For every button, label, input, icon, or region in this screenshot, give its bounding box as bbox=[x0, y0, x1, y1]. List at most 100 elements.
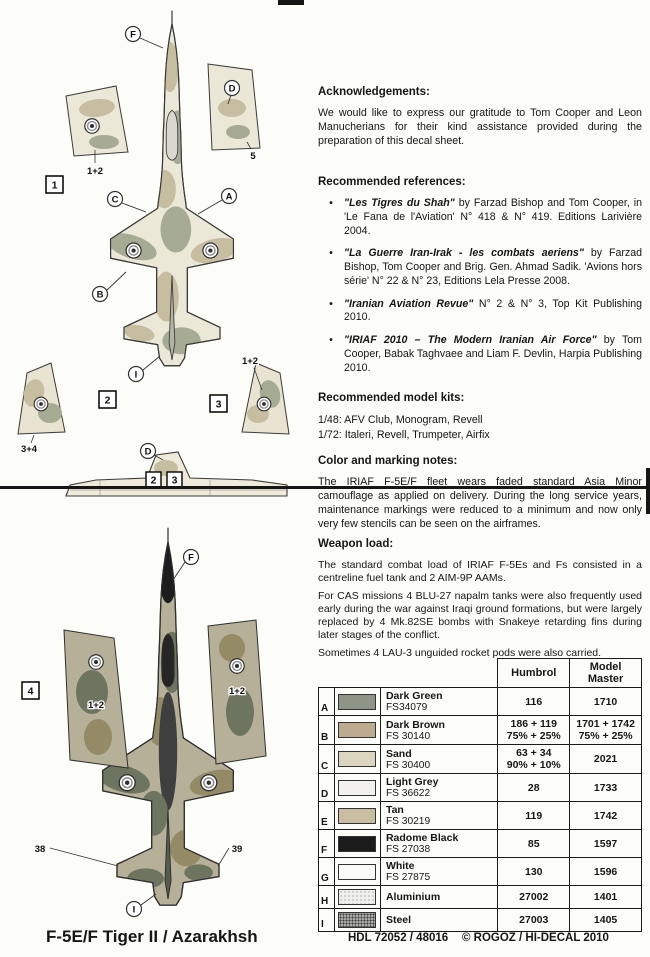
swatch-cell bbox=[333, 687, 381, 716]
header-model-master: Model Master bbox=[569, 658, 642, 688]
reference-title: "La Guerre Iran-Irak - les combats aerie… bbox=[344, 247, 584, 260]
svg-text:1+2: 1+2 bbox=[87, 166, 103, 177]
swatch-cell bbox=[333, 773, 381, 802]
fs-code: FS 27875 bbox=[385, 872, 431, 883]
svg-text:F: F bbox=[130, 30, 136, 41]
swatch-cell bbox=[333, 829, 381, 858]
svg-text:A: A bbox=[226, 192, 233, 203]
iranian-roundel bbox=[84, 118, 100, 134]
letter-cell: A bbox=[318, 687, 335, 716]
svg-text:3+4: 3+4 bbox=[21, 444, 38, 455]
swatch-cell bbox=[333, 857, 381, 886]
model-master-cell: 2021 bbox=[569, 744, 642, 774]
color-swatch bbox=[338, 835, 377, 852]
fs-code: FS 30219 bbox=[385, 816, 431, 827]
scan-artifact-edge bbox=[646, 468, 650, 514]
reference-rest: by Tom Cooper, Babak Taghvaee and Liam F… bbox=[344, 334, 642, 374]
bullet-icon: • bbox=[329, 298, 333, 310]
model-kits-heading: Recommended model kits: bbox=[318, 392, 465, 404]
fin-right-label: 1+2 bbox=[241, 355, 263, 391]
reference-title: "IRIAF 2010 – The Modern Iranian Air For… bbox=[344, 334, 597, 347]
acknowledgements-heading: Acknowledgements: bbox=[318, 86, 430, 98]
swatch-cell bbox=[333, 801, 381, 830]
letter-cell: E bbox=[318, 801, 335, 830]
part-box-4: 4 bbox=[21, 681, 40, 700]
sheet-code: HDL 72052 / 48016 bbox=[348, 932, 449, 944]
color-notes-heading: Color and marking notes: bbox=[318, 455, 458, 467]
callout-i-top: I bbox=[127, 355, 161, 383]
svg-text:F: F bbox=[188, 553, 194, 564]
color-swatch bbox=[338, 751, 377, 767]
canopy bbox=[161, 633, 175, 688]
callout-f-bottom: F bbox=[172, 548, 200, 581]
scan-artifact-smudge bbox=[278, 0, 304, 5]
svg-text:1+2: 1+2 bbox=[88, 700, 104, 711]
references-heading: Recommended references: bbox=[318, 176, 466, 188]
reference-text: "La Guerre Iran-Irak - les combats aerie… bbox=[344, 247, 642, 288]
swatch-cell bbox=[333, 744, 381, 774]
model-master-cell: 1401 bbox=[569, 885, 642, 909]
svg-text:I: I bbox=[133, 905, 136, 916]
iranian-roundel bbox=[256, 396, 272, 412]
humbrol-cell: 116 bbox=[497, 687, 571, 716]
color-swatch bbox=[338, 889, 377, 905]
table-header-row: Humbrol Model Master bbox=[319, 658, 642, 688]
color-name: White bbox=[385, 860, 415, 872]
fs-code: FS 30400 bbox=[385, 759, 431, 771]
callout-d-profile: D bbox=[139, 442, 164, 461]
iranian-roundel bbox=[202, 242, 219, 259]
color-swatch bbox=[338, 863, 377, 880]
section-references: Recommended references: • "Les Tigres du… bbox=[318, 176, 642, 384]
profile-box-2: 2 bbox=[145, 471, 162, 488]
humbrol-cell: 63 + 34 90% + 10% bbox=[497, 744, 571, 774]
color-name: Steel bbox=[385, 914, 412, 926]
iranian-roundel bbox=[200, 773, 218, 792]
letter-cell: I bbox=[318, 908, 335, 932]
model-kits-line: 1/48: AFV Club, Monogram, Revell bbox=[318, 414, 483, 426]
weapon-load-heading: Weapon load: bbox=[318, 538, 394, 550]
svg-text:1+2: 1+2 bbox=[242, 356, 258, 367]
swatch-cell bbox=[333, 885, 381, 909]
tail-fin-right bbox=[241, 362, 290, 435]
reference-item: • "La Guerre Iran-Irak - les combats aer… bbox=[318, 247, 642, 288]
letter-cell: D bbox=[318, 773, 335, 802]
copyright: © ROGOZ / HI-DECAL 2010 bbox=[462, 932, 609, 944]
fs-code: FS 30140 bbox=[385, 730, 431, 742]
color-swatch bbox=[338, 807, 377, 824]
svg-text:C: C bbox=[112, 195, 119, 206]
section-acknowledgements: Acknowledgements: We would like to expre… bbox=[318, 86, 642, 149]
letter-cell: H bbox=[318, 885, 335, 909]
color-name: Sand bbox=[385, 747, 412, 760]
letter-cell: G bbox=[318, 857, 335, 886]
tail-fin-left bbox=[17, 362, 66, 435]
reference-title: "Les Tigres du Shah" bbox=[344, 197, 455, 209]
iranian-roundel bbox=[118, 773, 136, 792]
svg-text:2: 2 bbox=[105, 395, 111, 407]
weapon-load-paragraph: The standard combat load of IRIAF F-5Es … bbox=[318, 559, 642, 585]
fs-code: FS34079 bbox=[385, 702, 428, 713]
swatch-cell bbox=[333, 908, 381, 932]
section-model-kits: Recommended model kits: 1/48: AFV Club, … bbox=[318, 392, 642, 443]
diagram-panel: F C A B I 1 bbox=[17, 10, 290, 918]
svg-text:38: 38 bbox=[35, 844, 46, 855]
color-name: Radome Black bbox=[385, 832, 459, 844]
humbrol-cell: 186 + 119 75% + 25% bbox=[497, 715, 571, 745]
acknowledgements-body: We would like to express our gratitude t… bbox=[318, 107, 642, 147]
reference-rest: by Farzad Bishop, Tom Cooper and Brig. G… bbox=[344, 247, 642, 287]
svg-text:D: D bbox=[145, 447, 152, 458]
table-row: I Steel 27003 1405 bbox=[318, 908, 642, 932]
iranian-roundel bbox=[88, 654, 104, 670]
svg-text:D: D bbox=[229, 84, 236, 95]
section-color-notes: Color and marking notes: The IRIAF F-5E/… bbox=[318, 455, 642, 532]
humbrol-cell: 119 bbox=[497, 801, 571, 830]
